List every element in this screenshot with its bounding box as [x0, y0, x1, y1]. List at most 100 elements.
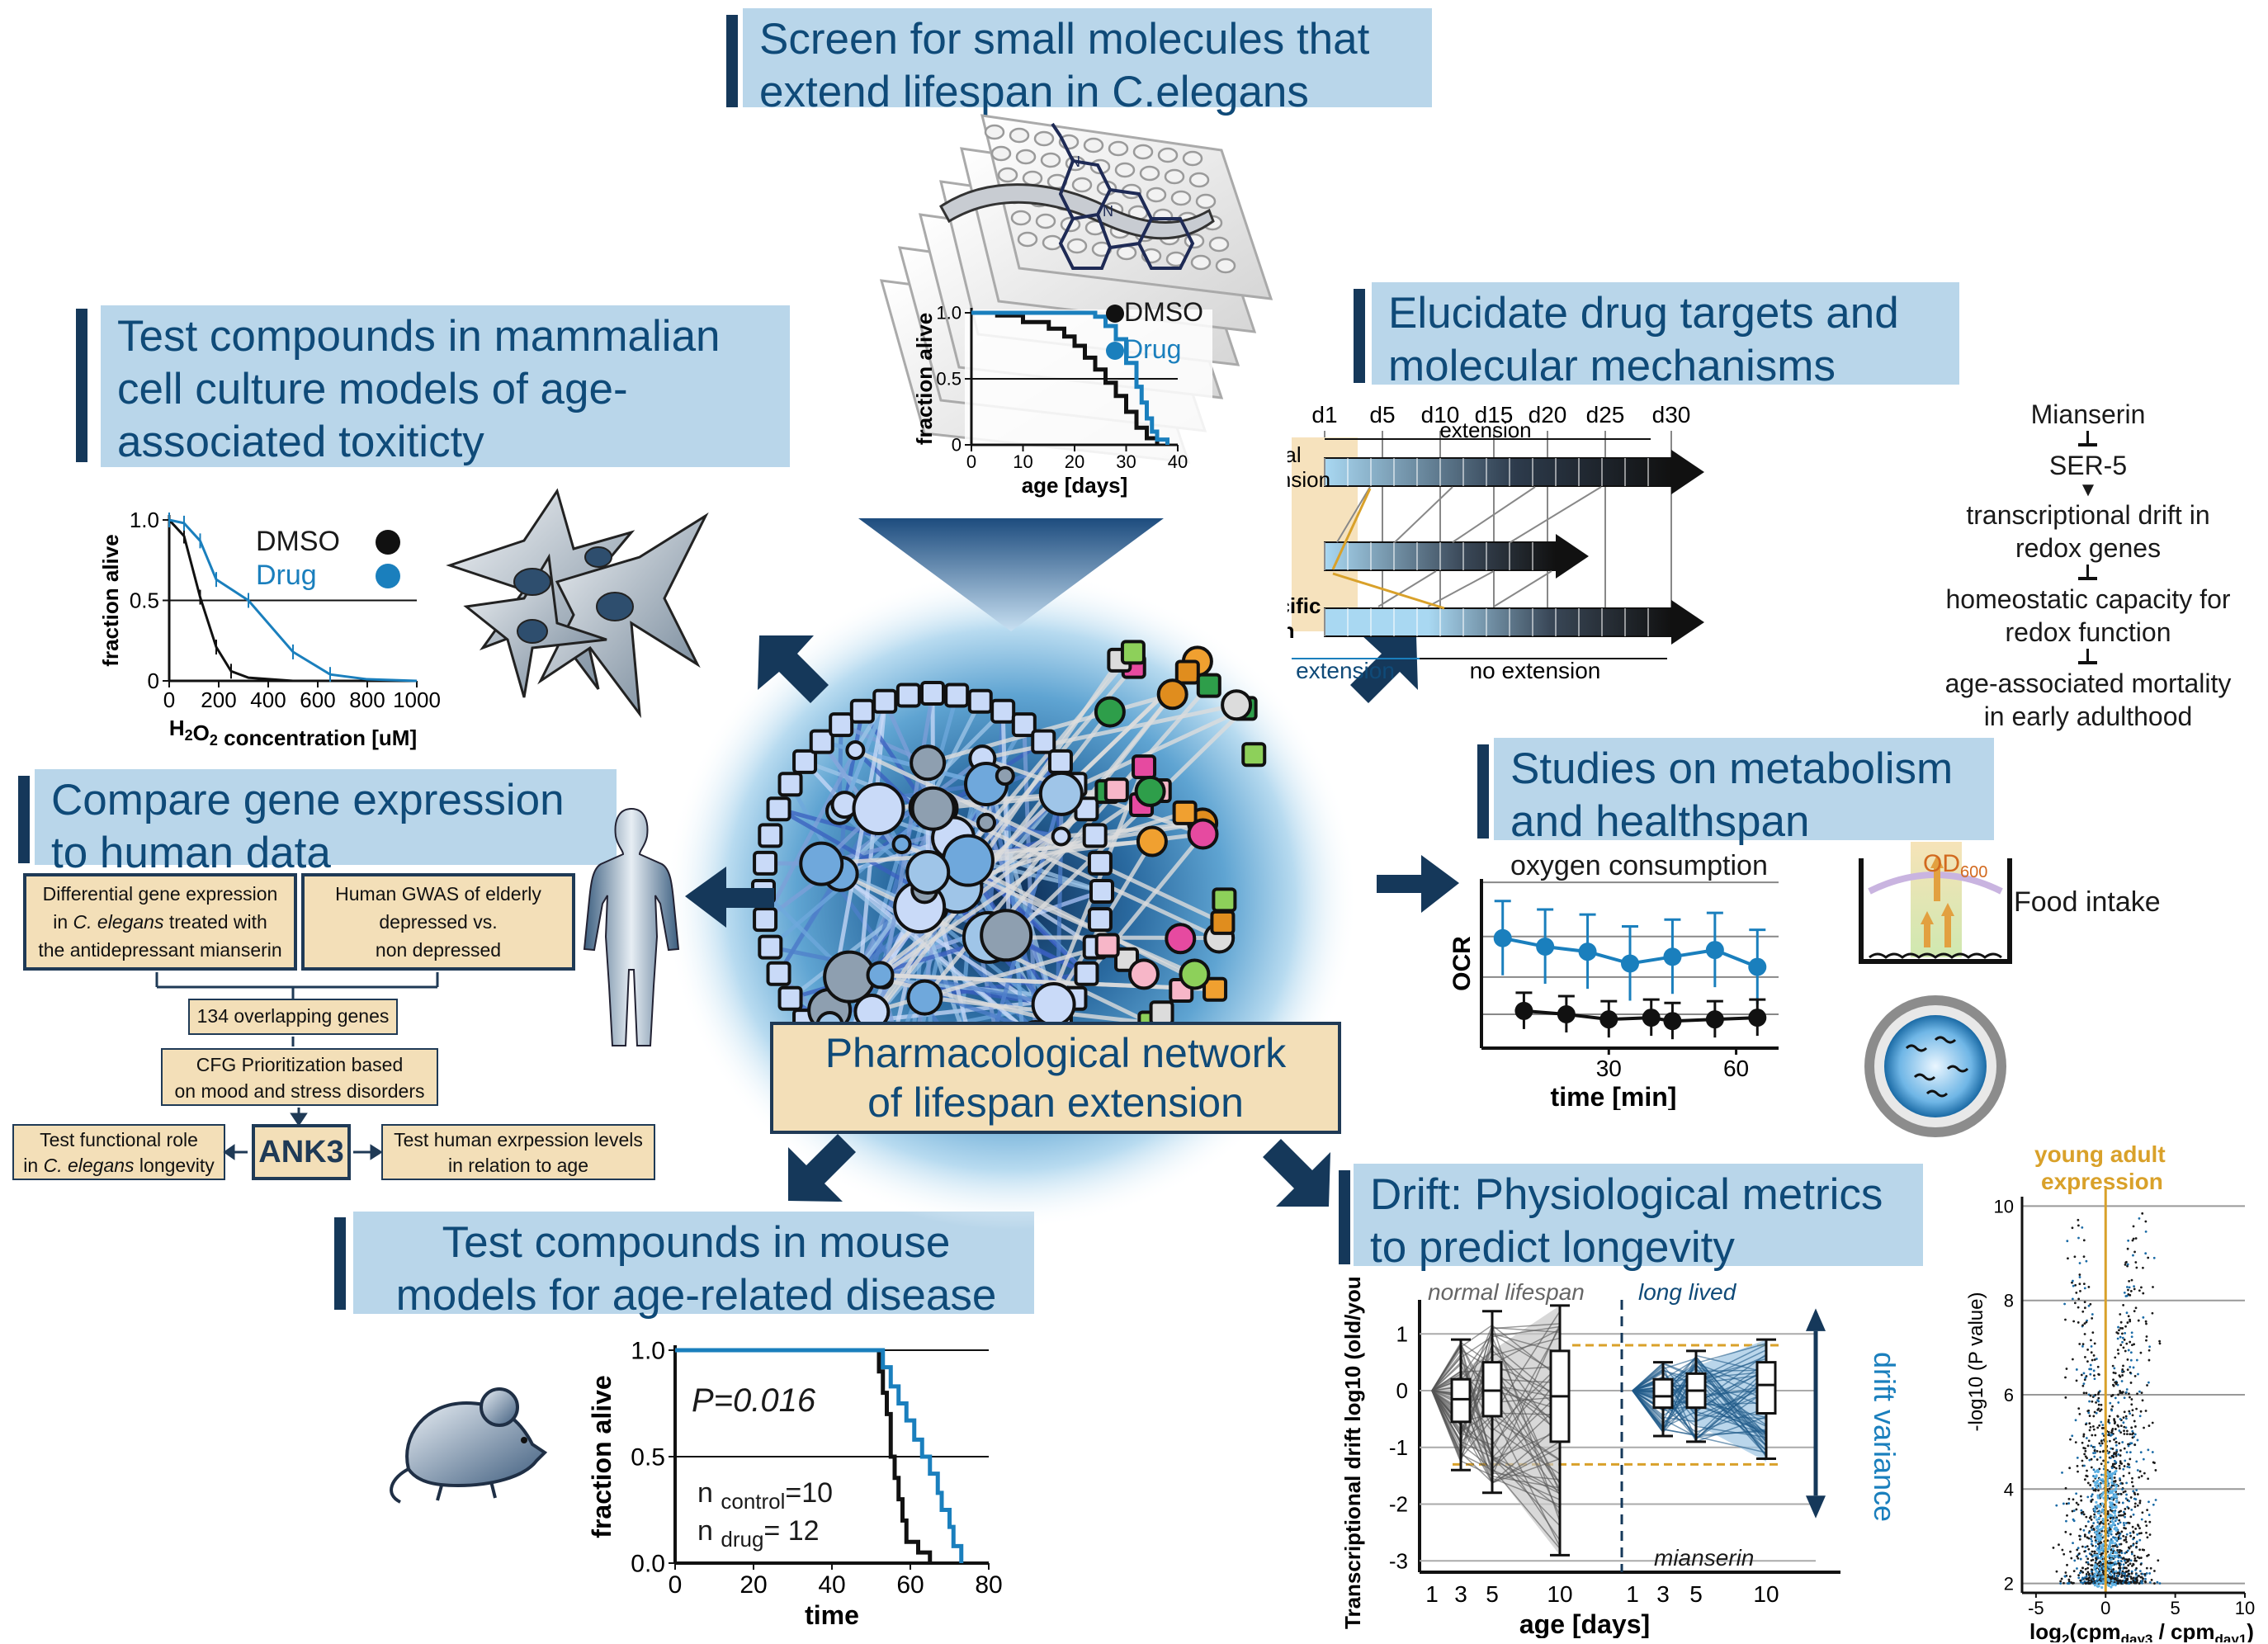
- volcano-point: [2097, 1373, 2100, 1377]
- network-node: [1149, 1000, 1174, 1026]
- volcano-point: [2129, 1351, 2133, 1354]
- volcano-point: [2110, 1477, 2114, 1481]
- volcano-point: [2130, 1577, 2133, 1580]
- volcano-point: [2126, 1321, 2129, 1324]
- volcano-point: [2119, 1514, 2123, 1517]
- volcano-point: [2090, 1538, 2092, 1541]
- volcano-point: [2110, 1434, 2114, 1436]
- network-node: [1031, 729, 1056, 754]
- volcano-point: [2081, 1459, 2084, 1462]
- volcano-point: [2073, 1255, 2077, 1259]
- volcano-point: [2129, 1366, 2132, 1368]
- gene-box-celegans-line3: the antidepressant mianserin: [38, 939, 282, 961]
- volcano-point: [2096, 1537, 2099, 1540]
- data-point: [1493, 928, 1512, 947]
- volcano-point: [2095, 1557, 2098, 1561]
- network-node: [1094, 933, 1120, 958]
- volcano-point: [2114, 1461, 2118, 1464]
- volcano-point: [2125, 1570, 2129, 1573]
- plate-well: [1157, 147, 1179, 163]
- plate-well: [1009, 127, 1030, 144]
- volcano-point: [2129, 1396, 2131, 1399]
- volcano-point: [2119, 1493, 2123, 1495]
- volcano-point: [2106, 1577, 2110, 1580]
- volcano-point: [2128, 1500, 2131, 1503]
- x-tick-label: 0: [163, 687, 175, 712]
- timeline-day-label: d1: [1311, 402, 1337, 428]
- volcano-point: [2140, 1286, 2143, 1289]
- volcano-point: [2119, 1521, 2122, 1524]
- network-node: [758, 823, 783, 848]
- volcano-point: [2142, 1292, 2145, 1295]
- volcano-point: [2096, 1426, 2100, 1429]
- volcano-point: [2125, 1391, 2128, 1394]
- volcano-point: [2087, 1547, 2091, 1551]
- y-tick-label: 1: [1396, 1321, 1408, 1346]
- volcano-point: [2083, 1301, 2086, 1303]
- volcano-point: [2090, 1339, 2092, 1342]
- volcano-point: [2145, 1566, 2148, 1570]
- plate-well: [1170, 190, 1192, 206]
- volcano-point: [2091, 1570, 2093, 1573]
- volcano-point: [2124, 1490, 2127, 1493]
- volcano-point: [2083, 1453, 2086, 1456]
- volcano-point: [2062, 1581, 2065, 1585]
- volcano-point: [2148, 1572, 2152, 1575]
- volcano-point: [2108, 1487, 2111, 1490]
- x-tick-label: 1: [1626, 1581, 1639, 1607]
- volcano-point: [2091, 1400, 2094, 1403]
- volcano-point: [2118, 1562, 2121, 1565]
- y-tick-label: 6: [2004, 1385, 2014, 1405]
- volcano-point: [2125, 1522, 2128, 1524]
- volcano-point: [2124, 1536, 2128, 1538]
- volcano-point: [2094, 1393, 2097, 1396]
- mech-drift-line2: redox genes: [2015, 533, 2162, 563]
- volcano-point: [2084, 1546, 2087, 1549]
- volcano-point: [2074, 1441, 2077, 1444]
- volcano-point: [2130, 1335, 2133, 1339]
- volcano-point: [2087, 1520, 2090, 1524]
- volcano-point: [2147, 1448, 2150, 1452]
- volcano-point: [2144, 1252, 2148, 1255]
- network-edge: [927, 692, 1174, 765]
- volcano-point: [2076, 1555, 2079, 1558]
- volcano-point: [2100, 1548, 2104, 1552]
- volcano-point: [2114, 1396, 2117, 1400]
- network-node: [852, 782, 905, 835]
- volcano-point: [2089, 1574, 2092, 1577]
- volcano-point: [2153, 1582, 2156, 1585]
- volcano-point: [2140, 1475, 2143, 1477]
- volcano-point: [2131, 1429, 2134, 1433]
- volcano-point: [2130, 1442, 2133, 1445]
- x-tick-label: 80: [975, 1571, 1002, 1599]
- volcano-point: [2109, 1401, 2112, 1405]
- volcano-point: [2087, 1582, 2090, 1585]
- volcano-point: [2118, 1514, 2120, 1517]
- volcano-point: [2113, 1452, 2116, 1454]
- volcano-point: [2085, 1515, 2088, 1519]
- x-label-part: 2: [2062, 1632, 2069, 1642]
- volcano-point: [2128, 1280, 2131, 1283]
- volcano-point: [2114, 1518, 2119, 1521]
- volcano-point: [2125, 1388, 2129, 1391]
- x-tick-label: 20: [739, 1571, 767, 1599]
- volcano-point: [2083, 1533, 2086, 1537]
- volcano-point: [2100, 1533, 2103, 1536]
- arrow-right: [1377, 855, 1459, 913]
- data-point: [1642, 1009, 1661, 1028]
- volcano-point: [2118, 1429, 2121, 1432]
- volcano-point: [2123, 1566, 2126, 1570]
- volcano-point: [2092, 1577, 2095, 1580]
- volcano-point: [2073, 1559, 2077, 1562]
- volcano-point: [2100, 1581, 2103, 1585]
- timeline-row3-line2: extension: [1288, 618, 1295, 643]
- volcano-point: [2067, 1257, 2069, 1260]
- volcano-point: [2082, 1283, 2086, 1286]
- timeline-extension-top: extension: [1439, 418, 1531, 442]
- volcano-point: [2075, 1291, 2078, 1294]
- volcano-point: [2130, 1426, 2133, 1429]
- food-intake-label: Food intake: [2014, 886, 2161, 918]
- volcano-point: [2121, 1571, 2124, 1575]
